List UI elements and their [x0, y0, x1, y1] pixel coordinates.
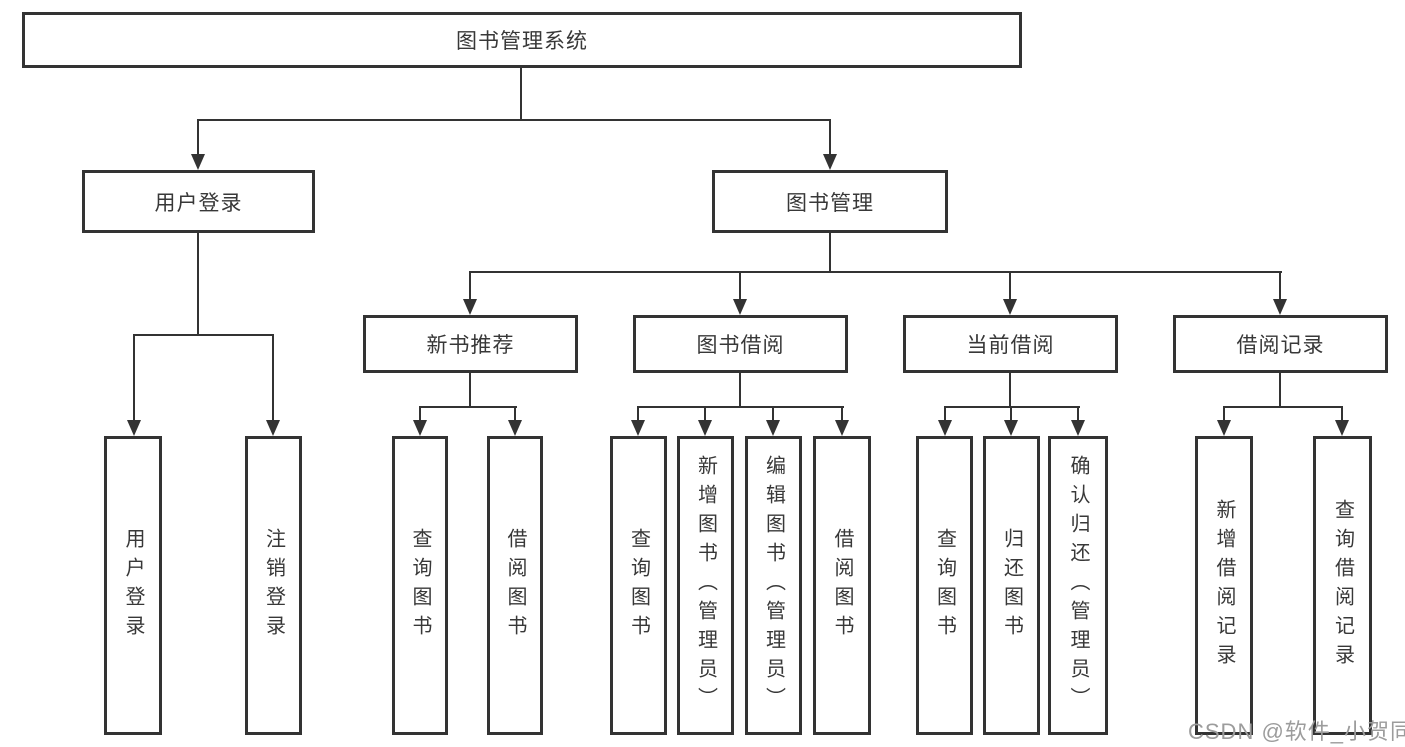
arrow-down-icon [191, 154, 205, 170]
connector-vline [520, 66, 522, 120]
connector-hline [469, 271, 1282, 273]
leaf-borrowing-add-books-admin: 新增图书（管理员） [677, 436, 734, 735]
node-current-borrowing-label: 当前借阅 [966, 334, 1055, 357]
leaf-borrowing-query-books: 查询图书 [610, 436, 667, 735]
arrow-down-icon [823, 154, 837, 170]
connector-hline [944, 406, 1080, 408]
leaf-records-add-record: 新增借阅记录 [1195, 436, 1253, 735]
connector-vline [944, 406, 946, 422]
leaf-recommend-borrow-books-label: 借阅图书 [504, 527, 526, 644]
arrow-down-icon [733, 299, 747, 315]
arrow-down-icon [835, 420, 849, 436]
csdn-watermark: CSDN @软件_小贺同学 [1188, 719, 1405, 744]
connector-hline [1223, 406, 1343, 408]
connector-vline [829, 119, 831, 157]
leaf-borrowing-edit-books-admin: 编辑图书（管理员） [745, 436, 802, 735]
arrow-down-icon [938, 420, 952, 436]
leaf-borrowing-borrow-books: 借阅图书 [813, 436, 871, 735]
leaf-recommend-borrow-books: 借阅图书 [487, 436, 543, 735]
connector-vline [739, 371, 741, 408]
connector-vline [637, 406, 639, 422]
node-book-management: 图书管理 [712, 170, 948, 233]
leaf-current-return-books: 归还图书 [983, 436, 1040, 735]
arrow-down-icon [127, 420, 141, 436]
connector-vline [469, 371, 471, 408]
leaf-current-query-books: 查询图书 [916, 436, 973, 735]
leaf-borrowing-borrow-books-label: 借阅图书 [831, 527, 853, 644]
leaf-logout: 注销登录 [245, 436, 302, 735]
node-book-borrowing-label: 图书借阅 [696, 334, 785, 357]
connector-hline [133, 334, 274, 336]
connector-vline [1077, 406, 1079, 422]
arrow-down-icon [1071, 420, 1085, 436]
arrow-down-icon [266, 420, 280, 436]
arrow-down-icon [508, 420, 522, 436]
connector-vline [133, 334, 135, 422]
leaf-records-add-record-label: 新增借阅记录 [1213, 498, 1235, 673]
connector-vline [1341, 406, 1343, 422]
node-borrowing-records: 借阅记录 [1173, 315, 1388, 373]
leaf-user-login: 用户登录 [104, 436, 162, 735]
arrow-down-icon [1004, 420, 1018, 436]
connector-vline [1279, 271, 1281, 301]
node-root-label: 图书管理系统 [456, 30, 588, 53]
leaf-borrowing-query-books-label: 查询图书 [627, 527, 650, 644]
connector-vline [197, 119, 199, 157]
connector-vline [272, 334, 274, 422]
arrow-down-icon [1217, 420, 1231, 436]
connector-vline [829, 231, 831, 273]
leaf-records-query-record: 查询借阅记录 [1313, 436, 1372, 735]
connector-vline [704, 406, 706, 422]
node-root: 图书管理系统 [22, 12, 1022, 68]
connector-vline [419, 406, 421, 422]
leaf-records-query-record-label: 查询借阅记录 [1331, 498, 1354, 673]
connector-vline [772, 406, 774, 422]
arrow-down-icon [1335, 420, 1349, 436]
node-current-borrowing: 当前借阅 [903, 315, 1118, 373]
arrow-down-icon [766, 420, 780, 436]
connector-vline [1009, 371, 1011, 408]
connector-vline [1223, 406, 1225, 422]
arrow-down-icon [698, 420, 712, 436]
leaf-current-query-books-label: 查询图书 [933, 527, 956, 644]
node-new-book-recommendation: 新书推荐 [363, 315, 578, 373]
connector-vline [739, 271, 741, 301]
leaf-current-confirm-return-admin: 确认归还（管理员） [1048, 436, 1108, 735]
arrow-down-icon [1273, 299, 1287, 315]
connector-vline [1279, 371, 1281, 408]
connector-vline [469, 271, 471, 301]
node-borrowing-records-label: 借阅记录 [1236, 334, 1325, 357]
leaf-borrowing-add-books-admin-label: 新增图书（管理员） [694, 455, 717, 716]
arrow-down-icon [413, 420, 427, 436]
arrow-down-icon [1003, 299, 1017, 315]
connector-vline [514, 406, 516, 422]
leaf-recommend-query-books: 查询图书 [392, 436, 448, 735]
leaf-recommend-query-books-label: 查询图书 [409, 527, 431, 644]
connector-hline [637, 406, 844, 408]
node-user-login-label: 用户登录 [154, 191, 243, 215]
connector-vline [841, 406, 843, 422]
connector-vline [1010, 406, 1012, 422]
arrow-down-icon [631, 420, 645, 436]
leaf-borrowing-edit-books-admin-label: 编辑图书（管理员） [762, 455, 785, 716]
leaf-logout-label: 注销登录 [262, 527, 285, 644]
leaf-user-login-label: 用户登录 [122, 527, 144, 644]
node-new-book-recommendation-label: 新书推荐 [426, 334, 515, 357]
leaf-current-return-books-label: 归还图书 [1000, 527, 1023, 644]
arrow-down-icon [463, 299, 477, 315]
connector-vline [1009, 271, 1011, 301]
leaf-current-confirm-return-admin-label: 确认归还（管理员） [1067, 455, 1089, 716]
node-user-login: 用户登录 [82, 170, 315, 233]
node-book-borrowing: 图书借阅 [633, 315, 848, 373]
connector-hline [419, 406, 517, 408]
connector-vline [197, 231, 199, 336]
connector-hline [197, 119, 831, 121]
node-book-management-label: 图书管理 [786, 191, 874, 215]
